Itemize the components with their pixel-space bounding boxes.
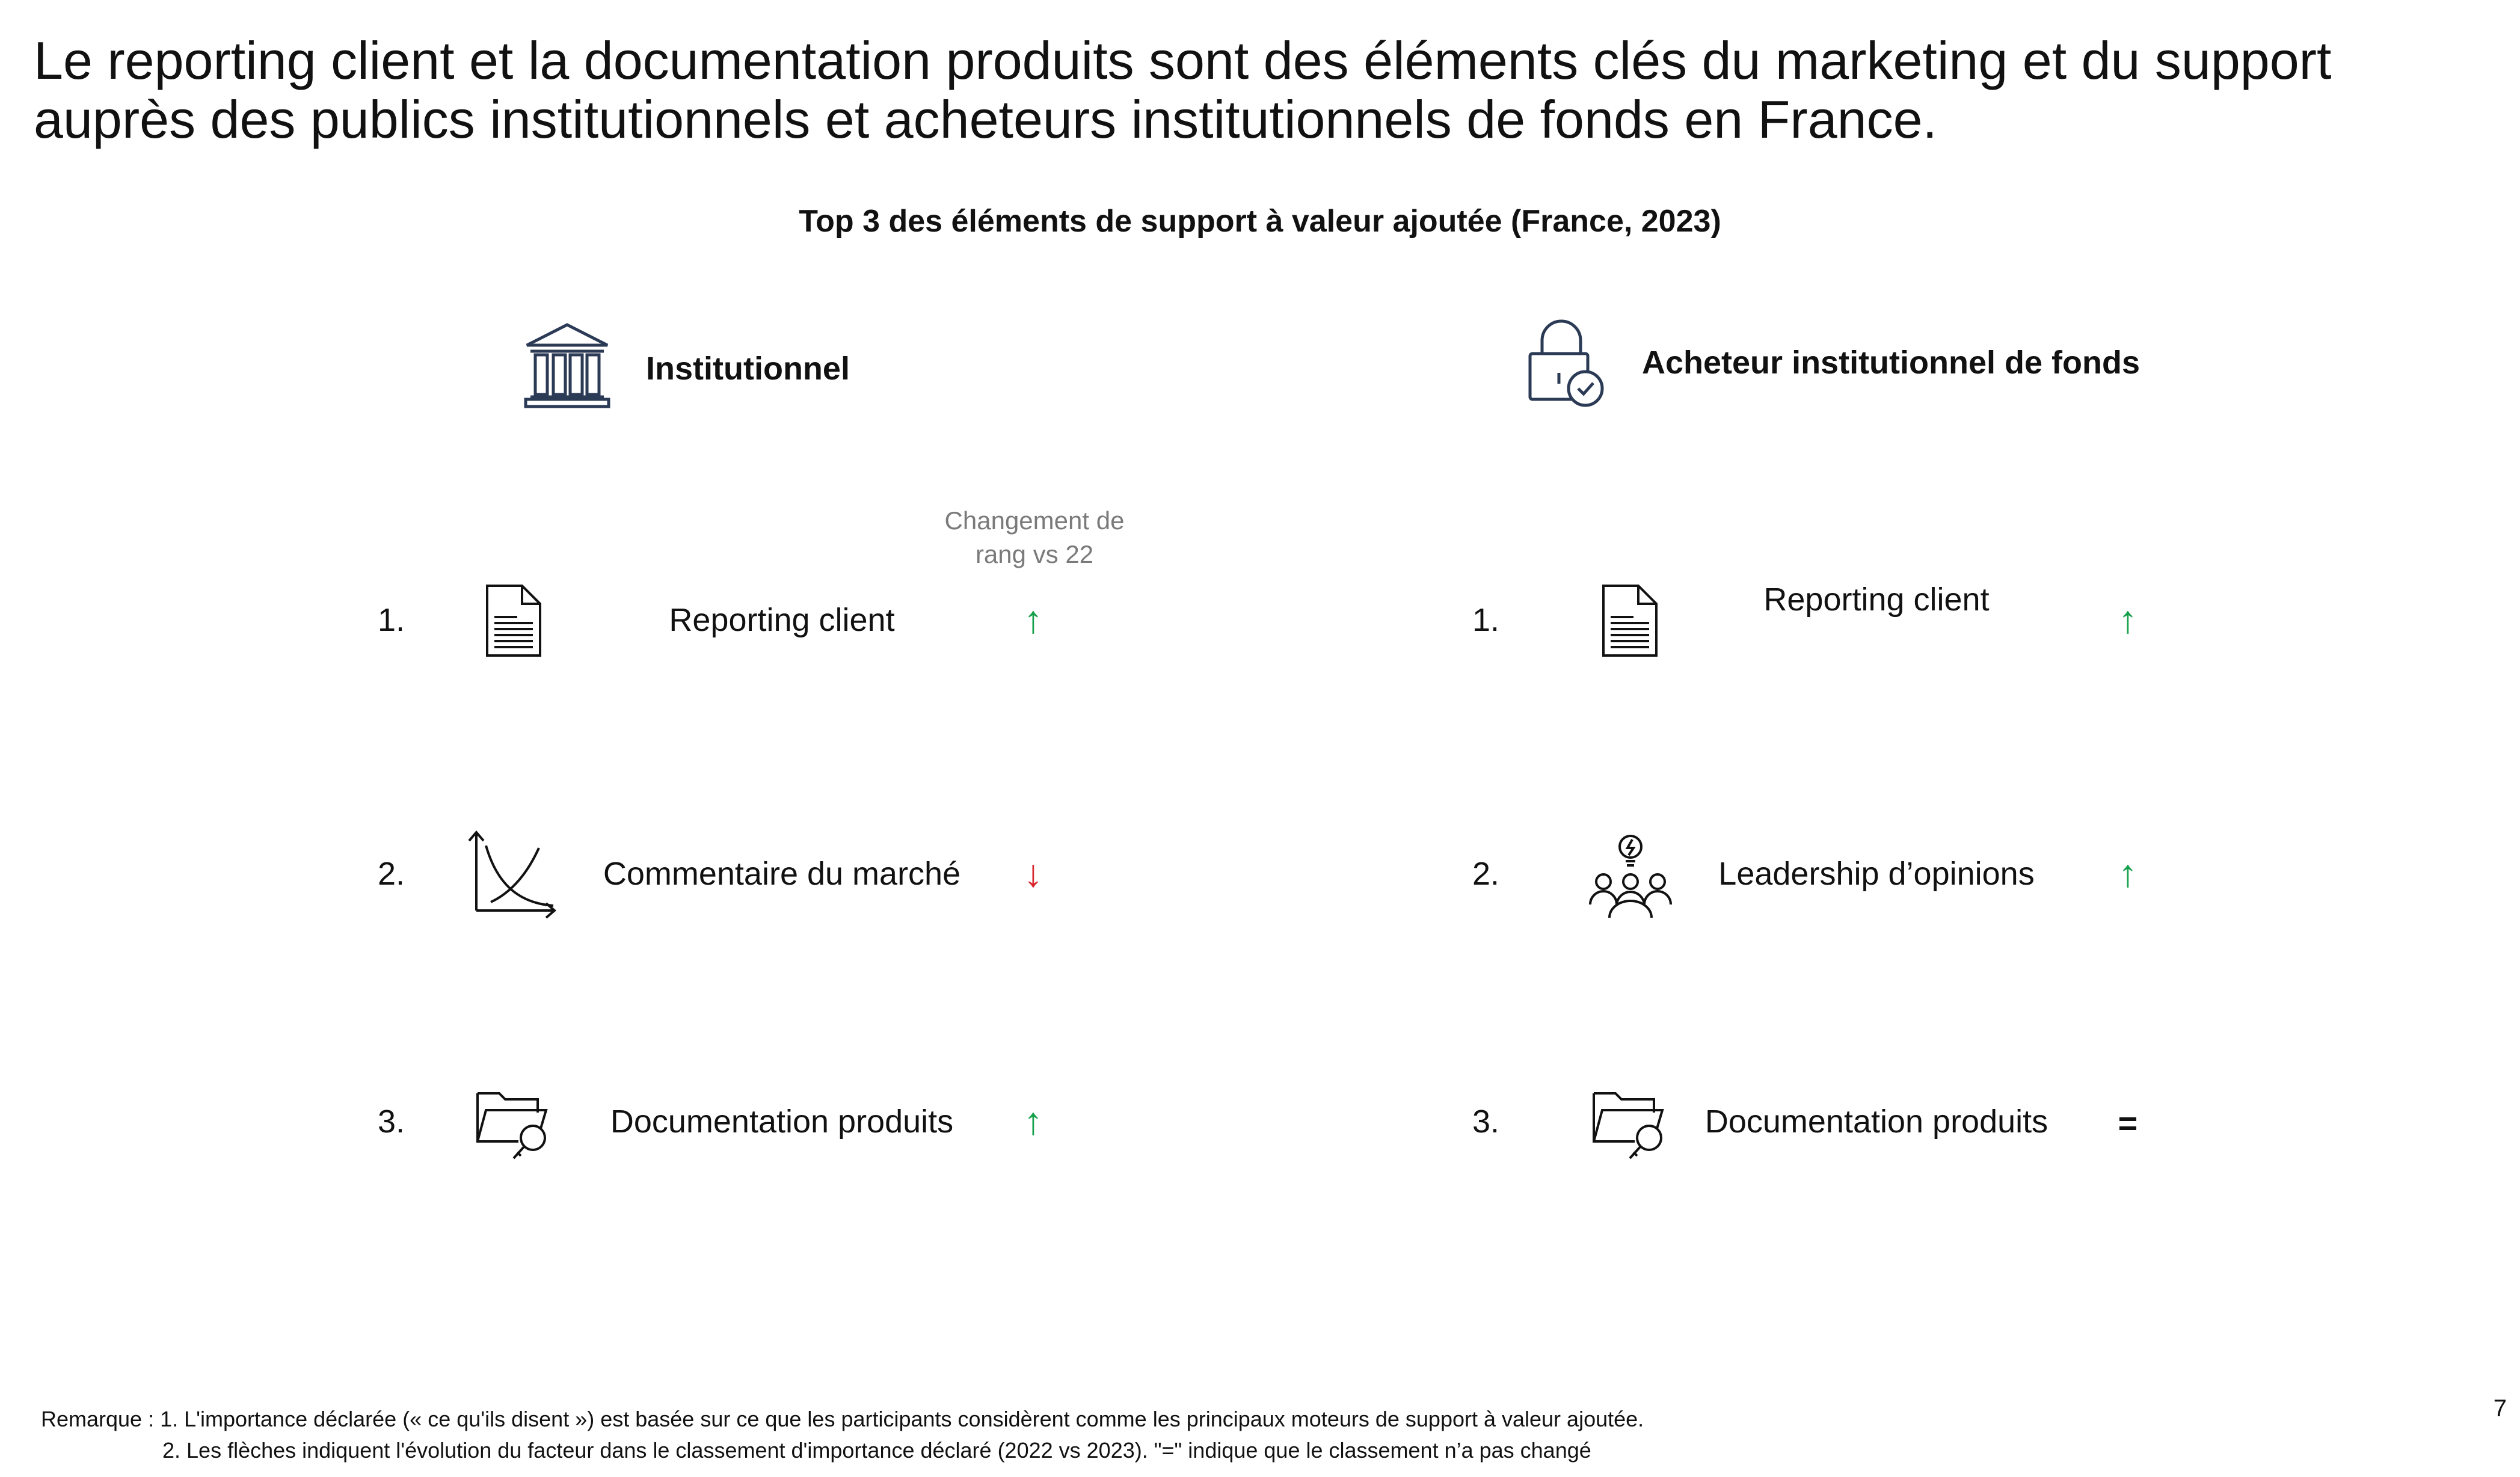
- rank-change-header-line-1: Changement de: [944, 506, 1125, 535]
- item-label: Leadership d’opinions: [1718, 856, 2035, 892]
- page-number: 7: [2493, 1395, 2507, 1422]
- rank-down-arrow-icon: ↓: [1024, 852, 1043, 895]
- rank-up-arrow-icon: ↑: [1024, 598, 1043, 641]
- rank-number: 3.: [378, 1104, 405, 1140]
- bank-building-icon: [522, 320, 612, 410]
- item-label: Reporting client: [1763, 582, 1990, 618]
- rank-up-arrow-icon: ↑: [2118, 598, 2137, 641]
- segment-title-acheteur: Acheteur institutionnel de fonds: [1642, 345, 2140, 381]
- item-label: Reporting client: [669, 602, 895, 638]
- page-title-line-1: Le reporting client et la documentation …: [34, 31, 2332, 90]
- rank-number: 2.: [378, 856, 405, 892]
- folder-search-icon: [475, 1086, 553, 1164]
- folder-search-icon: [1591, 1086, 1670, 1164]
- rank-up-arrow-icon: ↑: [1024, 1099, 1043, 1143]
- document-icon: [485, 583, 542, 658]
- rank-up-arrow-icon: ↑: [2118, 852, 2137, 895]
- item-label: Documentation produits: [610, 1104, 954, 1140]
- footnote-1: Remarque : 1. L'importance déclarée (« c…: [41, 1407, 1644, 1431]
- page-title: Le reporting client et la documentation …: [34, 31, 2379, 149]
- chart-subtitle: Top 3 des éléments de support à valeur a…: [799, 204, 1721, 239]
- rank-number: 1.: [378, 602, 405, 638]
- rank-number: 3.: [1472, 1104, 1500, 1140]
- rank-number: 2.: [1472, 856, 1500, 892]
- page-title-line-2: auprès des publics institutionnels et ac…: [34, 90, 1937, 149]
- item-label: Commentaire du marché: [603, 856, 961, 892]
- segment-title-institutionnel: Institutionnel: [646, 351, 850, 387]
- rank-change-header-line-2: rang vs 22: [975, 540, 1094, 568]
- rank-unchanged-equals-icon: =: [2118, 1104, 2138, 1142]
- document-icon: [1601, 583, 1659, 658]
- market-chart-icon: [464, 830, 561, 920]
- rank-number: 1.: [1472, 602, 1500, 638]
- item-label: Documentation produits: [1704, 1104, 2048, 1140]
- rank-change-header: Changement de rang vs 22: [914, 504, 1155, 571]
- footnote-2: 2. Les flèches indiquent l'évolution du …: [162, 1438, 1591, 1463]
- lock-check-icon: [1525, 318, 1609, 408]
- people-idea-icon: [1585, 832, 1676, 921]
